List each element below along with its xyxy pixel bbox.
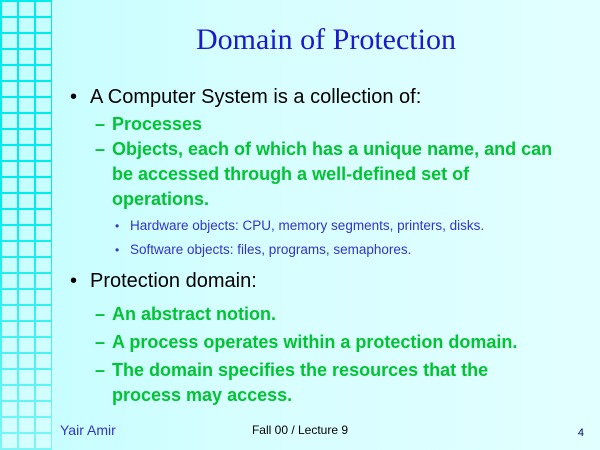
bullet-item: – A process operates within a protection… [52,330,600,355]
bullet-text: Software objects: files, programs, semap… [130,242,412,257]
bullet-marker: – [95,139,106,159]
bullet-item: • A Computer System is a collection of: [52,84,600,110]
bullet-item: • Protection domain: [52,268,600,294]
slide-title: Domain of Protection [196,23,456,56]
bullet-marker: • [115,243,120,257]
bullet-marker: • [115,219,120,233]
footer-course-label: Fall 00 / Lecture 9 [251,423,349,437]
bullet-item: – An abstract notion. [52,302,600,327]
bullet-text: The domain specifies the resources that … [112,360,489,405]
bullet-text: Objects, each of which has a unique name… [112,139,553,209]
bullet-item: • Hardware objects: CPU, memory segments… [52,214,600,238]
bullet-marker: – [95,360,106,380]
bullet-marker: – [95,332,106,352]
bullet-text: A Computer System is a collection of: [90,86,422,108]
bullet-text: Processes [112,114,203,134]
bullet-marker: – [95,114,106,134]
bullet-text: A process operates within a protection d… [112,332,518,352]
footer-author: Yair Amir [60,422,116,438]
bullet-marker: • [70,270,78,292]
decorative-grid [0,0,52,450]
slide-body: • A Computer System is a collection of: … [52,84,600,408]
bullet-item: – Processes [52,112,600,137]
bullet-text: An abstract notion. [112,304,277,324]
bullet-marker: – [95,304,106,324]
bullet-item: – The domain specifies the resources tha… [52,358,600,408]
bullet-text: Hardware objects: CPU, memory segments, … [130,218,485,233]
bullet-text: Protection domain: [90,270,257,292]
page-number: 4 [577,427,584,439]
bullet-item: – Objects, each of which has a unique na… [52,137,600,212]
bullet-item: • Software objects: files, programs, sem… [52,238,600,262]
bullet-marker: • [70,86,78,108]
